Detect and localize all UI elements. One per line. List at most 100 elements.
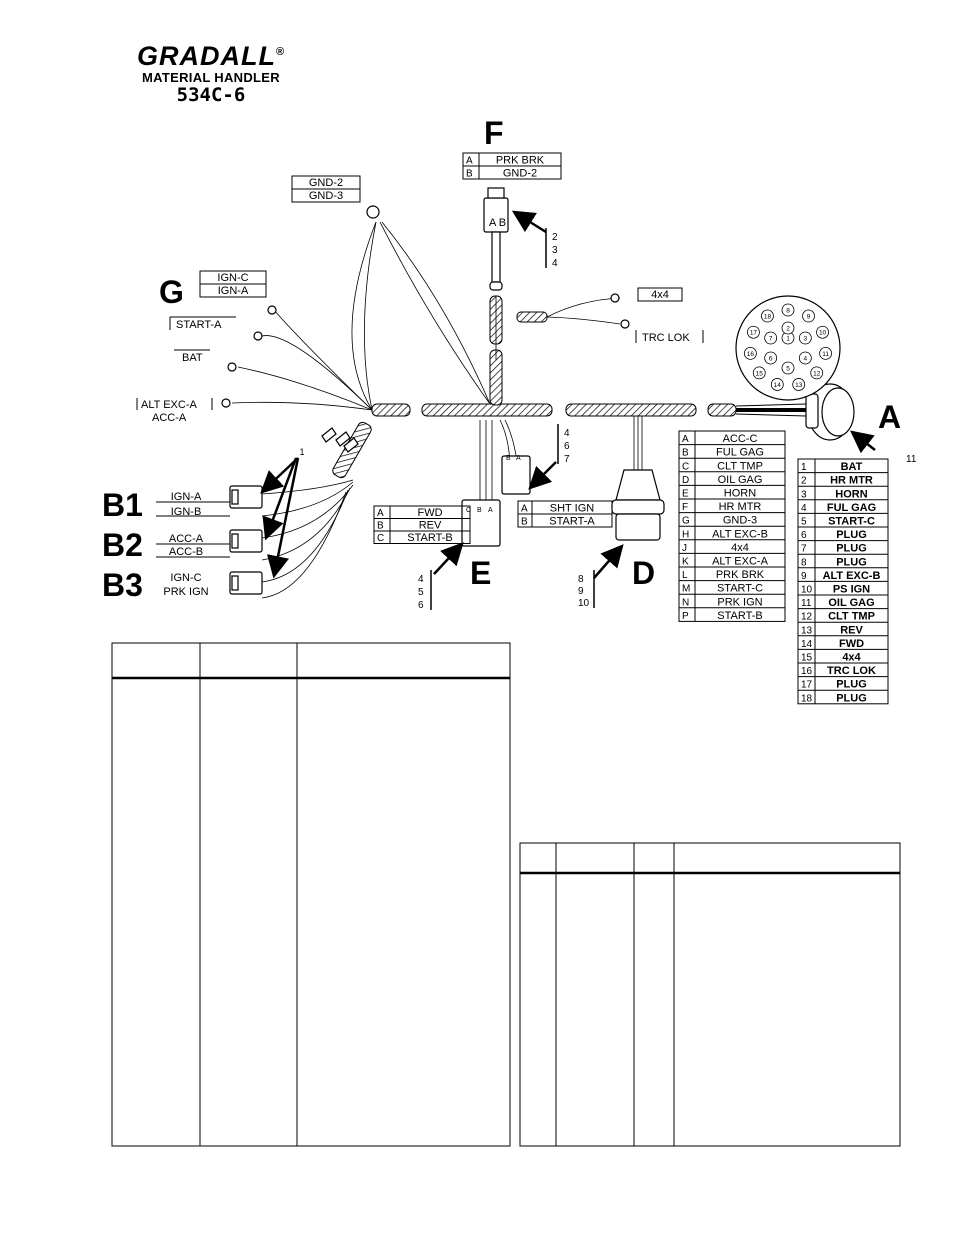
round-pin-socket (792, 378, 806, 391)
round-pin-number: 15 (756, 370, 764, 377)
round-pin-number: 11 (822, 351, 829, 358)
pin-table-a-pin: 13 (801, 625, 813, 636)
pin-table-d-wire: HR MTR (719, 501, 762, 513)
callouts-f-number: 2 (552, 232, 558, 243)
pin-table-a-wire: FWD (839, 638, 864, 650)
pin-table-e2-pin: A (521, 504, 528, 515)
pin-table-d-wire: ACC-C (723, 433, 758, 445)
round-pin-number: 5 (786, 366, 790, 373)
connector-f-letter: F (484, 115, 504, 151)
callouts-e2-number: 4 (564, 428, 570, 439)
pin-table-d-wire: PRK IGN (717, 596, 762, 608)
pin-table-a-pin: 7 (801, 544, 807, 555)
pin-table-d-pin: H (682, 529, 689, 540)
round-pin-number: 12 (813, 370, 821, 377)
pin-table-a-wire: START-C (828, 516, 875, 528)
trc-lok-label: TRC LOK (642, 332, 690, 344)
pin-table-d-pin: L (682, 570, 688, 581)
pin-table-d-wire: OIL GAG (718, 474, 763, 486)
connector-e2-face-letter: A (516, 455, 521, 462)
pin-table-a-wire: 4x4 (842, 652, 861, 664)
connector-e2-face-letter: B (506, 455, 511, 462)
pin-table-a-pin: 14 (801, 639, 813, 650)
pin-table-d-pin: E (682, 489, 689, 500)
g-wire-1: IGN-C (217, 272, 248, 284)
round-pin-number: 13 (795, 382, 803, 389)
callout-a-number: 11 (906, 454, 917, 465)
connector-e-face-letter: A (488, 507, 493, 514)
svg-text:A B: A B (489, 217, 506, 229)
round-pin-socket (770, 378, 784, 391)
round-pin-socket (816, 325, 829, 339)
round-pin-socket (810, 366, 824, 380)
pin-table-d-wire: HORN (724, 488, 756, 500)
connector-letters: F G A B1 B2 B3 E D (102, 115, 901, 603)
pin-table-a-pin: 8 (801, 557, 807, 568)
round-pin-socket (781, 361, 795, 375)
pin-table-e-pin: C (377, 533, 384, 544)
pin-table-d-pin: F (682, 502, 688, 513)
callouts-e-number: 5 (418, 587, 424, 598)
pin-table-a-wire: PLUG (836, 543, 867, 555)
pin-table-f-wire: GND-2 (503, 168, 537, 180)
callouts-e-number: 4 (418, 574, 424, 585)
callouts-d-number: 8 (578, 574, 584, 585)
callouts-e2-number: 6 (564, 441, 570, 452)
brand-logo: GRADALL® (136, 41, 286, 71)
pin-table-d-pin: N (682, 597, 689, 608)
b3-wire-1: IGN-C (170, 572, 201, 584)
round-pin-socket (798, 351, 812, 365)
pin-table-e2-pin: B (521, 517, 528, 528)
round-pin-number: 2 (786, 326, 790, 333)
round-pin-number: 1 (786, 336, 790, 343)
pin-table-d-wire: START-C (717, 583, 763, 595)
pin-table-e-pin: B (377, 521, 384, 532)
pin-table-e2-wire: SHT IGN (550, 503, 594, 515)
connector-b3-letter: B3 (102, 567, 143, 603)
pin-table-f-pin: A (466, 156, 473, 167)
pin-table-a-pin: 6 (801, 530, 807, 541)
pin-table-a-pin: 17 (801, 680, 813, 691)
callouts-f-number: 4 (552, 258, 558, 269)
round-pin-socket (764, 351, 778, 365)
pin-table-a-wire: PLUG (836, 692, 867, 704)
callout-arrows (260, 210, 876, 579)
pin-table-a-pin: 2 (801, 476, 807, 487)
b1-wire-1: IGN-A (171, 491, 202, 503)
callouts-e2: 467 (557, 424, 570, 465)
pin-table-d-pin: B (682, 448, 689, 459)
gnd-label-2: GND-3 (309, 190, 343, 202)
pin-table-a-wire: HR MTR (830, 475, 873, 487)
pin-table-e-wire: REV (419, 520, 442, 532)
round-pin-number: 18 (764, 314, 772, 321)
pin-table-e-pin: A (377, 508, 384, 519)
pin-table-a-wire: CLT TMP (828, 611, 875, 623)
connector-e-face-letter: C (466, 507, 471, 514)
pin-table-a-pin: 18 (801, 693, 813, 704)
round-pin-socket (819, 347, 833, 360)
round-pin-socket (798, 331, 812, 345)
pin-table-a-wire: PLUG (836, 556, 867, 568)
pin-table-d-wire: START-B (717, 610, 762, 622)
connector-a-body (735, 295, 855, 441)
pin-table-f-wire: PRK BRK (496, 155, 545, 167)
start-a-label: START-A (176, 319, 222, 331)
round-pin-number: 3 (804, 336, 808, 343)
pin-table-a-wire: PS IGN (833, 584, 870, 596)
connector-f-body: A B (483, 187, 509, 291)
round-pin-number: 10 (819, 330, 827, 337)
pin-table-a-pin: 3 (801, 489, 807, 500)
callouts-d-number: 10 (578, 598, 590, 609)
connector-d-body (611, 469, 665, 541)
wire-labels: GND-2 GND-3 IGN-C IGN-A START-A BAT ALT … (136, 175, 704, 598)
pin-table-d-pin: P (682, 611, 689, 622)
round-pin-number: 4 (804, 356, 808, 363)
